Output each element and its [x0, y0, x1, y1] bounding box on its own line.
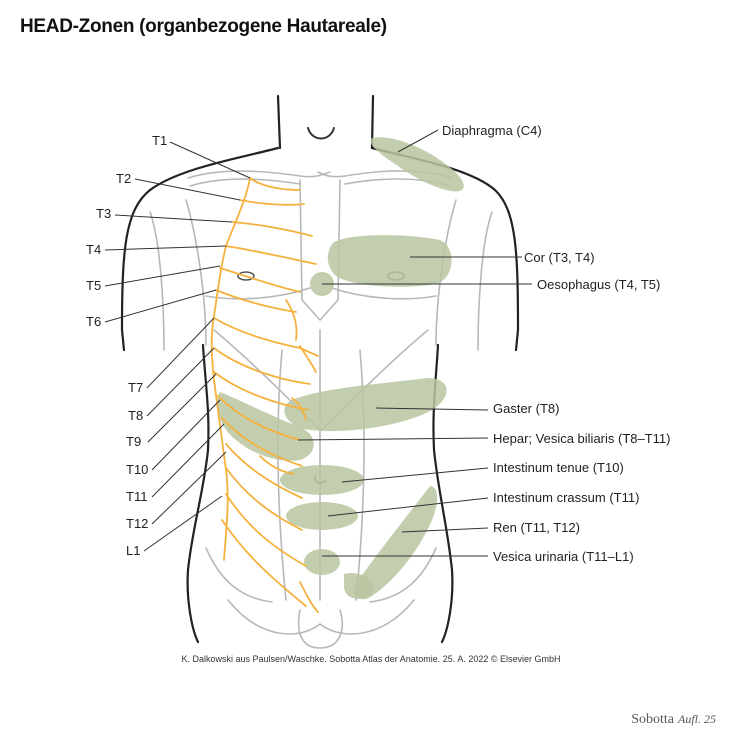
zone-cor: [327, 235, 452, 287]
image-credit: K. Dalkowski aus Paulsen/Waschke. Sobott…: [181, 654, 561, 664]
zone-gaster: [284, 378, 447, 432]
organ-label-diaphragma: Diaphragma (C4): [442, 123, 542, 138]
segment-label: T6: [86, 314, 101, 329]
zone-intestinum-crassum: [286, 502, 358, 530]
zone-right-groin: [344, 573, 374, 599]
zone-hepar: [216, 392, 314, 461]
zone-intestinum-tenue: [280, 465, 364, 495]
segment-label: T7: [128, 380, 143, 395]
segment-label: L1: [126, 543, 140, 558]
organ-labels: Diaphragma (C4) Cor (T3, T4) Oesophagus …: [442, 123, 671, 564]
dermatome-nerves: [210, 177, 319, 613]
figure-title: HEAD-Zonen (organbezogene Hautareale): [20, 16, 387, 37]
segment-label: T12: [126, 516, 148, 531]
organ-leader-lines: [297, 129, 532, 557]
segment-label: T9: [126, 434, 141, 449]
segment-label: T8: [128, 408, 143, 423]
organ-label-gaster: Gaster (T8): [493, 401, 559, 416]
segment-leader-lines: [104, 141, 251, 552]
segment-label: T1: [152, 133, 167, 148]
brand-edition: Aufl. 25: [678, 712, 716, 726]
zone-vesica-urinaria: [304, 549, 340, 575]
segment-labels: T1 T2 T3 T4 T5 T6 T7 T8 T9 T10 T11 T12 L…: [86, 133, 167, 558]
segment-label: T2: [116, 171, 131, 186]
organ-label-ren: Ren (T11, T12): [493, 520, 580, 535]
segment-label: T4: [86, 242, 101, 257]
segment-label: T5: [86, 278, 101, 293]
segment-label: T10: [126, 462, 148, 477]
organ-label-hepar: Hepar; Vesica biliaris (T8–T11): [493, 431, 671, 446]
organ-label-cor: Cor (T3, T4): [524, 250, 595, 265]
zone-ren: [354, 486, 438, 600]
brand-name: Sobotta: [631, 712, 674, 727]
organ-label-intestinum-crassum: Intestinum crassum (T11): [493, 490, 639, 505]
left-nipple: [237, 271, 255, 281]
organ-label-vesica-urinaria: Vesica urinaria (T11–L1): [493, 549, 634, 564]
segment-label: T3: [96, 206, 111, 221]
brand-mark: Sobotta Aufl. 25: [631, 712, 716, 728]
organ-label-oesophagus: Oesophagus (T4, T5): [537, 277, 660, 292]
zone-diaphragma: [370, 137, 464, 192]
jugular-notch: [307, 127, 335, 140]
organ-label-intestinum-tenue: Intestinum tenue (T10): [493, 460, 624, 475]
segment-label: T11: [126, 489, 147, 504]
